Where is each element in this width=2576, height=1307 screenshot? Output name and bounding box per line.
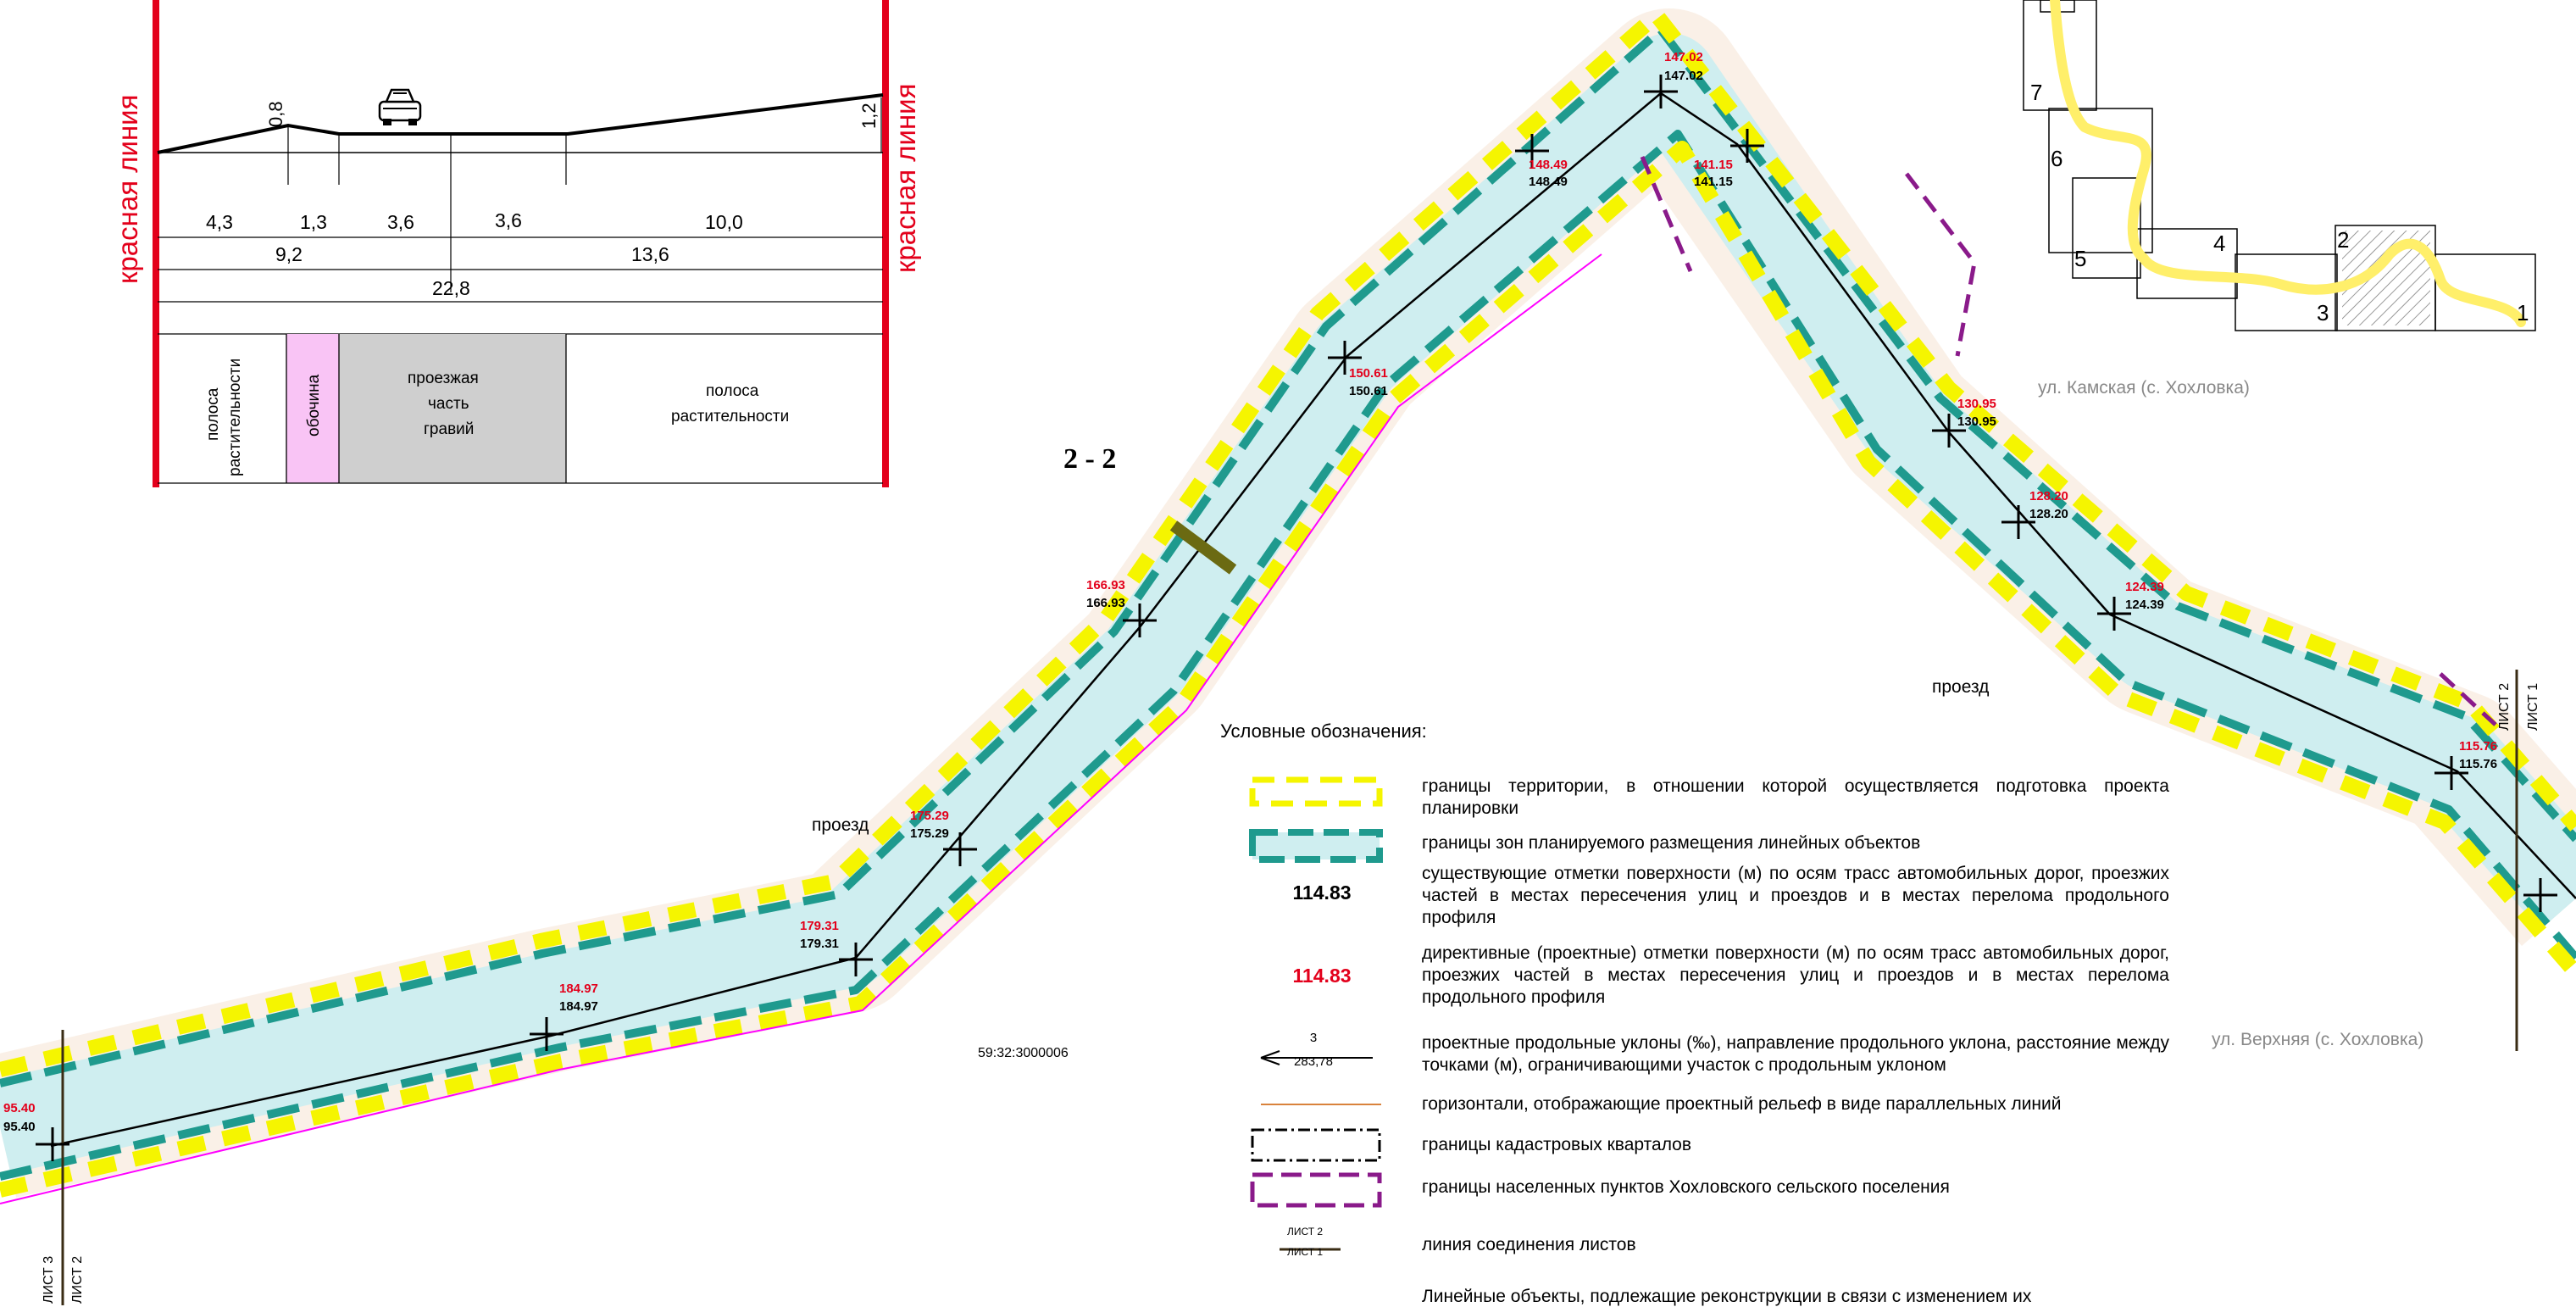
legend-cadastral-symbol xyxy=(1251,1128,1381,1162)
street-verkhnyaya: ул. Верхняя (с. Хохловка) xyxy=(2212,1030,2423,1049)
legend-text: линия соединения листов xyxy=(1422,1235,1636,1254)
dim-13-6: 13,6 xyxy=(631,243,669,265)
elev-red: 130.95 xyxy=(1957,397,1996,411)
dim-22-8: 22,8 xyxy=(432,277,470,299)
dim-1-3: 1,3 xyxy=(300,211,327,233)
legend-slope-bottom: 283,78 xyxy=(1294,1054,1333,1069)
elevation-crosses xyxy=(36,75,2557,1161)
zone-carriageway-3: гравий xyxy=(424,420,474,438)
elev-red: 95.40 xyxy=(3,1101,36,1115)
sheet-5: 5 xyxy=(2074,246,2086,271)
elev-black: 124.39 xyxy=(2125,598,2164,612)
legend-text: проектные продольные уклоны (‰), направл… xyxy=(1422,1033,2169,1075)
elev-black: 115.76 xyxy=(2459,757,2497,771)
key-map: 7 6 5 4 3 2 1 xyxy=(2023,0,2536,331)
section-2-2-label: 2 - 2 xyxy=(1063,443,1116,475)
cross-section: красная линия красная линия 0,8 1,2 4,3 … xyxy=(112,0,921,487)
height-right: 1,2 xyxy=(858,103,880,129)
elev-red: 150.61 xyxy=(1349,366,1388,381)
zone-green-left-1: полоса xyxy=(204,387,222,441)
legend-settlement-symbol xyxy=(1250,1172,1382,1208)
red-line-label-left: красная линия xyxy=(112,95,143,284)
zone-green-right-1: полоса xyxy=(706,382,759,400)
legend-slope-top: 3 xyxy=(1309,1031,1318,1045)
zone-shoulder: обочина xyxy=(305,374,323,437)
elevation-labels: 147.02 147.02 148.49 148.49 141.15 141.1… xyxy=(3,50,2497,1134)
elev-red: 141.15 xyxy=(1694,158,1733,172)
legend: Условные обозначения: границы территории… xyxy=(1220,720,2195,1258)
elev-red: 115.76 xyxy=(2459,739,2497,754)
red-line-label-right: красная линия xyxy=(890,84,921,273)
elev-red: 175.29 xyxy=(910,809,949,823)
legend-symbols xyxy=(1249,776,1383,1251)
elev-red: 147.02 xyxy=(1664,50,1703,64)
legend-symbol-design: 114.83 xyxy=(1292,965,1352,987)
legend-zone-boundary-symbol xyxy=(1249,829,1383,863)
legend-text: границы зон планируемого размещения лине… xyxy=(1422,833,1921,853)
elev-black: 141.15 xyxy=(1694,175,1733,189)
zone-carriageway-1: проезжая xyxy=(408,370,479,387)
sheet-2: 2 xyxy=(2337,227,2349,253)
elev-black: 184.97 xyxy=(559,999,598,1014)
elev-red: 124.39 xyxy=(2125,580,2164,594)
sheet-4: 4 xyxy=(2213,231,2225,256)
sheet-1: 1 xyxy=(2517,300,2529,325)
sheet-join-label: ЛИСТ 2 xyxy=(2497,683,2512,731)
sheet-7: 7 xyxy=(2030,80,2042,105)
height-left: 0,8 xyxy=(265,101,286,127)
elev-black: 179.31 xyxy=(800,937,839,951)
legend-symbol-existing: 114.83 xyxy=(1292,882,1352,904)
elev-red: 128.20 xyxy=(2029,489,2068,503)
legend-title: Условные обозначения: xyxy=(1220,720,1427,742)
zone-green-right-2: растительности xyxy=(671,408,789,425)
legend-sheet-bottom: ЛИСТ 1 xyxy=(1286,1246,1324,1258)
elev-black: 175.29 xyxy=(910,826,949,841)
sheet-3: 3 xyxy=(2317,300,2329,325)
map-labels: ул. Камская (с. Хохловка) ул. Верхняя (с… xyxy=(42,378,2540,1304)
elev-red: 148.49 xyxy=(1529,158,1568,172)
legend-sheet-top: ЛИСТ 2 xyxy=(1286,1226,1324,1237)
car-icon xyxy=(378,88,422,125)
elev-black: 128.20 xyxy=(2029,507,2068,521)
elev-red: 179.31 xyxy=(800,919,839,933)
elev-black: 130.95 xyxy=(1957,414,1996,429)
elev-red: 184.97 xyxy=(559,982,598,996)
elev-black: 95.40 xyxy=(3,1120,36,1134)
elev-red: 166.93 xyxy=(1086,578,1125,592)
zone-carriageway-2: часть xyxy=(428,395,469,413)
dim-3-6-a: 3,6 xyxy=(387,211,414,233)
legend-text: границы территории, в отношении которой … xyxy=(1422,776,2169,818)
dim-10-0: 10,0 xyxy=(705,211,743,233)
proezd-label: проезд xyxy=(812,815,869,835)
legend-text: границы населенных пунктов Хохловского с… xyxy=(1422,1177,1950,1197)
legend-text: существующие отметки поверхности (м) по … xyxy=(1422,864,2169,927)
dim-4-3: 4,3 xyxy=(206,211,233,233)
sheet-join-label: ЛИСТ 2 xyxy=(70,1256,85,1304)
sheet-join-label: ЛИСТ 1 xyxy=(2526,683,2540,731)
dim-3-6-b: 3,6 xyxy=(495,209,522,231)
dim-9-2: 9,2 xyxy=(275,243,303,265)
legend-text: горизонтали, отображающие проектный рель… xyxy=(1422,1094,2062,1114)
legend-text: директивные (проектные) отметки поверхно… xyxy=(1422,943,2169,1007)
road-corridor: 2 - 2 xyxy=(0,8,2576,1305)
sheet-6: 6 xyxy=(2051,146,2062,171)
legend-note: Линейные объекты, подлежащие реконструкц… xyxy=(1422,1287,2032,1306)
elev-black: 150.61 xyxy=(1349,384,1388,398)
legend-text: границы кадастровых кварталов xyxy=(1422,1135,1692,1154)
cadastral-number: 59:32:3000006 xyxy=(978,1046,1069,1060)
zone-green-left-2: растительности xyxy=(226,359,244,476)
sheet-join-label: ЛИСТ 3 xyxy=(42,1256,56,1304)
elev-black: 166.93 xyxy=(1086,596,1125,610)
street-kamskaya: ул. Камская (с. Хохловка) xyxy=(2038,378,2250,398)
elev-black: 147.02 xyxy=(1664,69,1703,83)
elev-black: 148.49 xyxy=(1529,175,1568,189)
legend-study-boundary-symbol xyxy=(1249,776,1383,807)
proezd-label: проезд xyxy=(1932,677,1989,697)
